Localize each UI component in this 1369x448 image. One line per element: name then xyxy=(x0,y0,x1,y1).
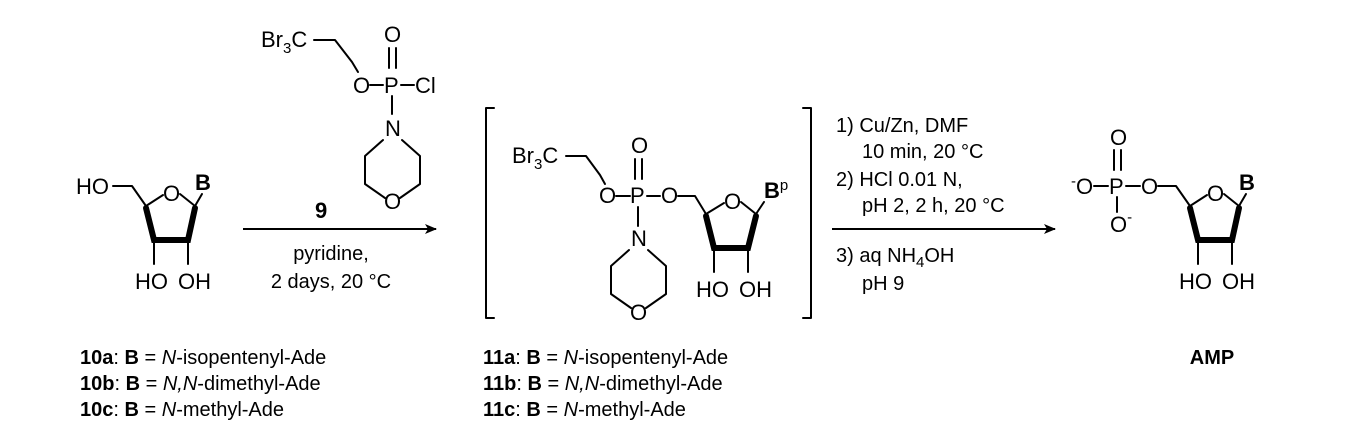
reagent-label-9: 9 xyxy=(315,198,327,223)
sm-ho-bottom: HO xyxy=(135,269,168,294)
reagent-9: Br3C O P Cl O N O 9 xyxy=(261,22,436,223)
int-ch2-bonds xyxy=(565,155,606,185)
amp-c5-bond xyxy=(1157,185,1191,207)
step1-line1: pyridine, xyxy=(293,243,369,265)
label-10a: 10a: B = N-isopentenyl-Ade xyxy=(80,347,326,369)
reagent-br3c: Br3C xyxy=(261,27,307,57)
int-morpholine-oxygen: O xyxy=(630,300,647,325)
int-ring-bond-o-c1 xyxy=(740,201,757,215)
left-bracket xyxy=(485,107,495,319)
int-ring-oxygen: O xyxy=(724,189,741,214)
step2-line1: 1) Cu/Zn, DMF xyxy=(836,115,968,137)
int-morpholine-ring xyxy=(610,249,667,309)
int-phosphorus: P xyxy=(630,183,645,208)
right-bracket xyxy=(802,107,812,319)
label-10b: 10b: B = N,N-dimethyl-Ade xyxy=(80,373,321,395)
amp-linking-oxygen: O xyxy=(1141,174,1158,199)
int-br3c: Br3C xyxy=(512,143,558,173)
amp-oxo-oxygen: O xyxy=(1110,125,1127,150)
label-11b: 11b: B = N,N-dimethyl-Ade xyxy=(483,373,723,395)
amp-p-o-double-bond xyxy=(1113,149,1122,171)
step2-line3: 2) HCl 0.01 N, xyxy=(836,169,963,191)
int-c5-bond xyxy=(677,195,707,215)
int-ester-oxygen: O xyxy=(599,183,616,208)
label-10c: 10c: B = N-methyl-Ade xyxy=(80,399,284,421)
amp-base-bond xyxy=(1238,193,1247,207)
amp-ring-back-bonds xyxy=(1187,205,1242,243)
amp-base-label: B xyxy=(1239,170,1255,195)
amp-phosphorus: P xyxy=(1109,174,1124,199)
reagent-nitrogen: N xyxy=(385,116,401,141)
int-nitrogen: N xyxy=(631,226,647,251)
sm-ring-bond-o-c1 xyxy=(179,193,196,207)
amp-ring-bond-c4-o xyxy=(1189,194,1208,207)
int-base-label: Bp xyxy=(764,177,788,203)
int-p-o-double-bond xyxy=(634,158,643,180)
reagent-chlorine: Cl xyxy=(415,73,436,98)
sm-c5-bond xyxy=(112,185,147,207)
sm-compound-labels: 10a: B = N-isopentenyl-Ade 10b: B = N,N-… xyxy=(80,347,326,421)
step2-line2: 10 min, 20 °C xyxy=(862,141,983,163)
label-11c: 11c: B = N-methyl-Ade xyxy=(483,399,686,421)
reagent-p-o-double-bond xyxy=(388,47,397,69)
step2-line4: pH 2, 2 h, 20 °C xyxy=(862,195,1005,217)
int-ring-back-bonds xyxy=(703,213,759,251)
sm-oh-bottom: OH xyxy=(178,269,211,294)
amp-bottom-oxygen: O- xyxy=(1110,209,1132,237)
sm-ring-bond-c4-o xyxy=(145,194,164,207)
sm-ring-back-bonds xyxy=(143,205,198,243)
reagent-morpholine-oxygen: O xyxy=(384,189,401,214)
int-ring-bond-c4-o xyxy=(705,202,725,215)
amp-label: AMP xyxy=(1190,347,1234,369)
amp-ring-bond-o-c1 xyxy=(1223,193,1240,207)
intermediate-11: Br3C O P O O N O O Bp HO OH xyxy=(512,133,788,325)
sm-ring-oxygen: O xyxy=(163,181,180,206)
int-oxo-oxygen: O xyxy=(631,133,648,158)
int-ho-bottom: HO xyxy=(696,277,729,302)
int-base-bond xyxy=(755,201,765,215)
sm-base-bond xyxy=(194,193,203,207)
int-linking-oxygen: O xyxy=(661,183,678,208)
reagent-morpholine-ring xyxy=(364,139,421,199)
amp-ring-oxygen: O xyxy=(1207,181,1224,206)
amp-left-oxygen: -O xyxy=(1071,173,1093,199)
reagent-ch2-bonds xyxy=(313,39,359,73)
starting-material-10: HO O B HO OH xyxy=(76,170,211,294)
label-11a: 11a: B = N-isopentenyl-Ade xyxy=(483,347,728,369)
product-amp: -O P O O- O O B HO OH AMP xyxy=(1071,125,1255,369)
step1-line2: 2 days, 20 °C xyxy=(271,271,391,293)
reagent-phosphorus: P xyxy=(384,73,399,98)
amp-ho-bottom: HO xyxy=(1179,269,1212,294)
sm-ho-label: HO xyxy=(76,174,109,199)
reagent-oxo-oxygen: O xyxy=(384,22,401,47)
int-oh-bottom: OH xyxy=(739,277,772,302)
step2-line5: 3) aq NH4OH xyxy=(836,245,954,271)
intermediate-compound-labels: 11a: B = N-isopentenyl-Ade 11b: B = N,N-… xyxy=(483,347,728,421)
sm-base-label: B xyxy=(195,170,211,195)
reagent-ester-oxygen: O xyxy=(353,73,370,98)
amp-oh-bottom: OH xyxy=(1222,269,1255,294)
step2-line6: pH 9 xyxy=(862,273,904,295)
